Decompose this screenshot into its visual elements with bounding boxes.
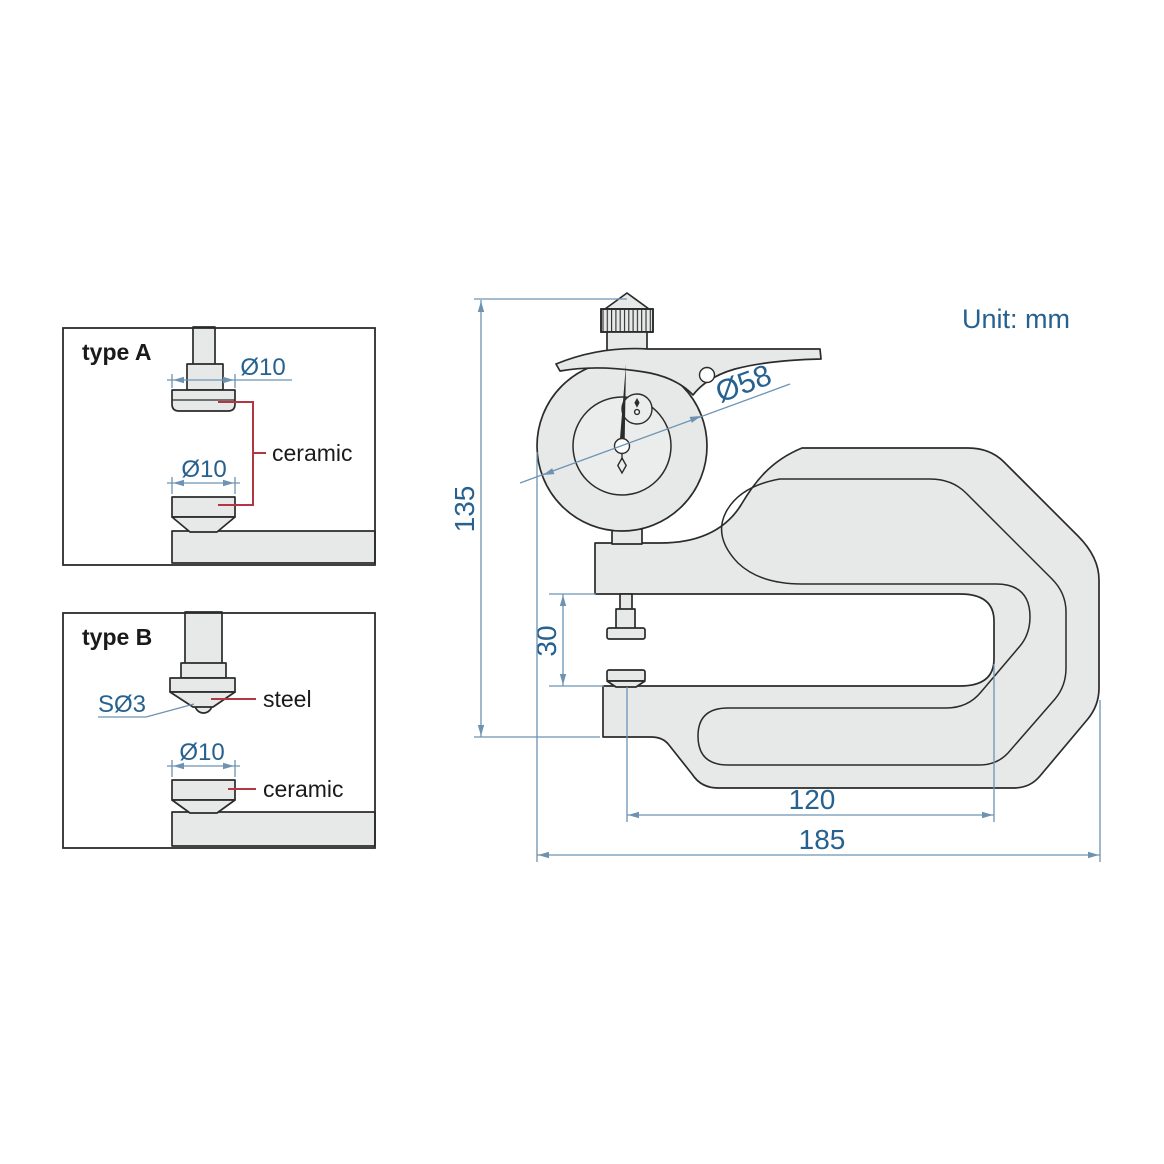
arrowhead [689, 416, 701, 423]
type-a-anvil-taper [171, 516, 236, 533]
arrowhead [538, 851, 549, 859]
spindle-flat-foot [606, 627, 646, 640]
arrowhead [1088, 851, 1099, 859]
arrowhead [559, 595, 567, 606]
throat-depth-dim: 120 [789, 784, 836, 815]
sub-needle-hub [633, 408, 641, 416]
type-b-anvil-taper [171, 799, 236, 814]
frame-groove-outline [697, 478, 1067, 766]
type-a-spindle-rod [192, 326, 216, 366]
arrowhead [173, 762, 184, 770]
overall-height-dim: 135 [449, 486, 480, 533]
type-b-anvil-material-label: ceramic [263, 776, 344, 802]
lifting-lever [555, 347, 822, 396]
type-a-panel: Ø10 Ø10 ceramic type A [62, 326, 376, 566]
anvil-flange [606, 669, 646, 682]
anvil-taper [606, 680, 646, 688]
sub-needle [634, 398, 640, 408]
type-b-anvil-flange [171, 779, 236, 801]
type-a-title: type A [82, 339, 151, 365]
arrowhead [477, 725, 485, 736]
gauge-body [536, 292, 1100, 789]
needle-tail-spade [616, 456, 628, 475]
type-b-anvil-diameter-label: Ø10 [179, 739, 224, 766]
overall-length-dim: 185 [799, 824, 846, 855]
arrowhead [173, 376, 184, 384]
type-a-anvil-flange [171, 496, 236, 518]
arrowhead [982, 811, 993, 819]
cap-cone [604, 292, 650, 310]
type-b-cone-flange [169, 677, 236, 693]
gauge-dimensions: 135 30 Ø58 120 185 [449, 298, 1101, 862]
type-b-spindle-collar [180, 662, 227, 679]
lever-pivot-hole [698, 366, 716, 384]
arrowhead [477, 301, 485, 312]
type-a-top-diameter-label: Ø10 [240, 354, 285, 381]
type-b-base-slab [171, 811, 376, 847]
arrowhead [173, 479, 184, 487]
type-b-tip-material-label: steel [263, 686, 312, 712]
type-a-material-label: ceramic [272, 440, 353, 466]
type-b-sphere-diameter-label: SØ3 [98, 691, 146, 718]
arrowhead [223, 479, 234, 487]
cap-knurl-texture [601, 309, 653, 332]
arrowhead [223, 762, 234, 770]
type-a-base-slab [171, 530, 376, 564]
type-a-border [62, 327, 376, 566]
type-b-cone-taper [169, 691, 236, 708]
type-b-panel: SØ3 steel Ø10 ceramic type B [62, 611, 376, 849]
dial-needle [619, 364, 626, 446]
unit-note: Unit: mm [962, 304, 1070, 334]
type-a-spindle-collar [186, 363, 224, 391]
throat-gap-dim: 30 [531, 625, 562, 656]
spindle-lower-collar [615, 608, 636, 630]
arrowhead [628, 811, 639, 819]
type-b-border [62, 612, 376, 849]
type-b-title: type B [82, 624, 152, 650]
type-a-bottom-diameter-label: Ø10 [181, 456, 226, 483]
spindle-rod [619, 593, 633, 611]
arrowhead [543, 468, 555, 475]
arrowhead [223, 376, 234, 384]
type-b-spindle-rod [184, 611, 223, 665]
arrowhead [559, 674, 567, 685]
